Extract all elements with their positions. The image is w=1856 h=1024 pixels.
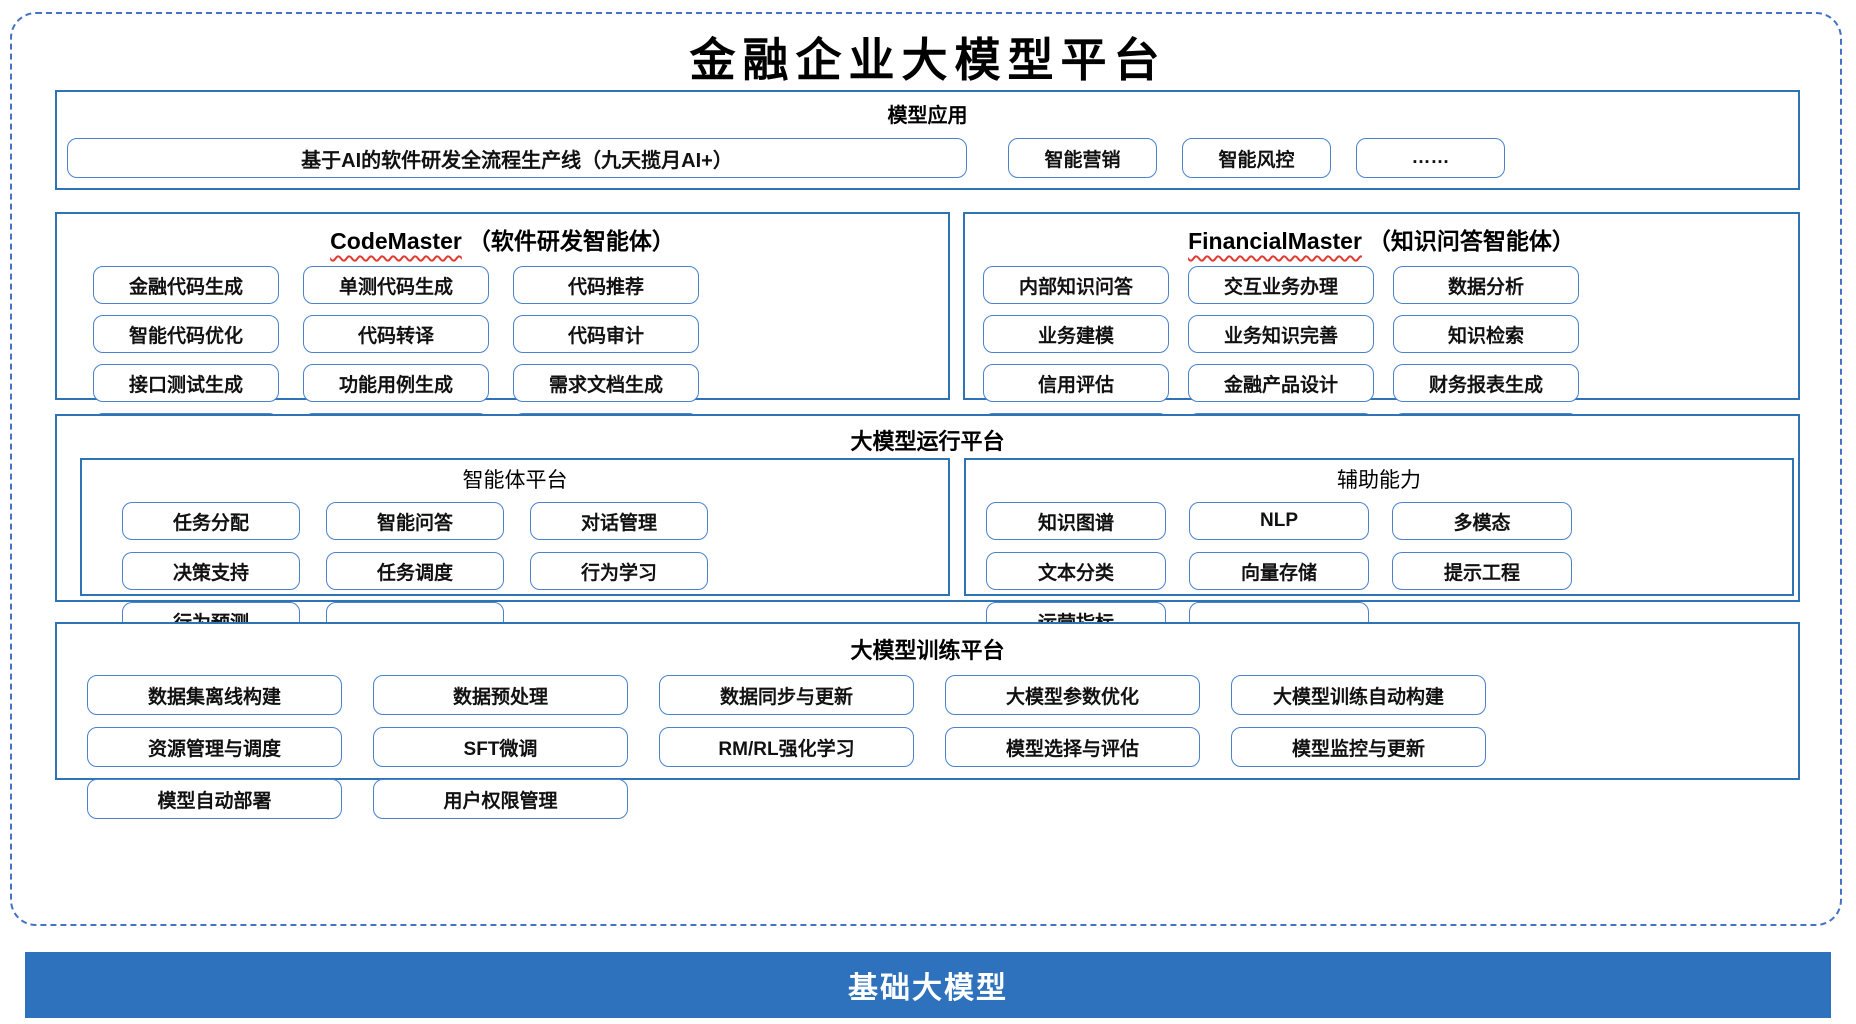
applications-section-title: 模型应用 [887,105,968,127]
agent-capability-box: 行为学习 [530,552,708,590]
financialmaster-capability-box: 金融产品设计 [1188,364,1374,402]
training-capability-grid: 数据集离线构建数据预处理数据同步与更新大模型参数优化大模型训练自动构建资源管理与… [57,675,1798,819]
runtime-platform-section: 大模型运行平台 智能体平台 任务分配智能问答对话管理决策支持任务调度行为学习行为… [55,414,1800,640]
training-platform-section: 大模型训练平台 数据集离线构建数据预处理数据同步与更新大模型参数优化大模型训练自… [55,622,1800,819]
application-box: …… [1356,138,1505,178]
aux-capability-box: 知识图谱 [986,502,1166,540]
financialmaster-capability-box: 信用评估 [983,364,1169,402]
codemaster-capability-box: 需求文档生成 [513,364,699,402]
codemaster-capability-box: 代码转译 [303,315,489,353]
aux-capabilities-title: 辅助能力 [1337,469,1421,492]
financialmaster-capability-box: 交互业务办理 [1188,266,1374,304]
application-box: 智能风控 [1182,138,1331,178]
agent-capability-box: 任务调度 [326,552,504,590]
financialmaster-panel-title: FinancialMaster（知识问答智能体） [965,222,1798,256]
applications-section: 模型应用 基于AI的软件研发全流程生产线（九天揽月AI+） 智能营销智能风控 …… [55,90,1800,190]
training-capability-box: 大模型训练自动构建 [1231,675,1486,715]
platform-boundary-dashed-border [10,12,1842,926]
codemaster-capability-box: 代码审计 [513,315,699,353]
page-title: 金融企业大模型平台 [689,33,1167,87]
financialmaster-panel: FinancialMaster（知识问答智能体） 内部知识问答交互业务办理数据分… [963,212,1800,451]
training-capability-box: 模型选择与评估 [945,727,1200,767]
codemaster-capability-box: 接口测试生成 [93,364,279,402]
agent-capability-box: 对话管理 [530,502,708,540]
application-box-list: 智能营销智能风控 …… [1008,138,1505,178]
codemaster-title-zh: （软件研发智能体） [467,228,675,254]
financialmaster-title-en: FinancialMaster [1188,228,1362,254]
training-capability-box: 数据预处理 [373,675,628,715]
agent-platform-grid: 任务分配智能问答对话管理决策支持任务调度行为学习行为预测…… [82,502,948,640]
codemaster-capability-box: 金融代码生成 [93,266,279,304]
training-capability-box: 数据同步与更新 [659,675,914,715]
training-capability-box: 大模型参数优化 [945,675,1200,715]
aux-capability-box: 多模态 [1392,502,1572,540]
training-capability-box: 模型监控与更新 [1231,727,1486,767]
financialmaster-capability-box: 业务建模 [983,315,1169,353]
codemaster-capability-box: 单测代码生成 [303,266,489,304]
foundation-model-bar: 基础大模型 [25,952,1831,1018]
agent-platform-title: 智能体平台 [462,469,568,492]
foundation-model-label: 基础大模型 [848,972,1008,1005]
agent-platform-subpanel: 智能体平台 任务分配智能问答对话管理决策支持任务调度行为学习行为预测…… [80,458,950,640]
codemaster-capability-box: 智能代码优化 [93,315,279,353]
codemaster-panel-title: CodeMaster（软件研发智能体） [57,222,948,256]
agent-capability-box: 决策支持 [122,552,300,590]
codemaster-panel: CodeMaster（软件研发智能体） 金融代码生成单测代码生成代码推荐智能代码… [55,212,950,451]
financialmaster-capability-box: 业务知识完善 [1188,315,1374,353]
aux-capability-box: 提示工程 [1392,552,1572,590]
aux-capability-box: 文本分类 [986,552,1166,590]
agent-capability-box: 智能问答 [326,502,504,540]
agent-capability-box: 任务分配 [122,502,300,540]
codemaster-capability-box: 功能用例生成 [303,364,489,402]
aux-capabilities-grid: 知识图谱NLP多模态文本分类向量存储提示工程运营指标…… [966,502,1792,640]
financialmaster-capability-box: 内部知识问答 [983,266,1169,304]
training-capability-box: 数据集离线构建 [87,675,342,715]
aux-capability-box: 向量存储 [1189,552,1369,590]
financialmaster-capability-box: 数据分析 [1393,266,1579,304]
training-capability-box: 资源管理与调度 [87,727,342,767]
training-capability-box: 用户权限管理 [373,779,628,819]
financialmaster-capability-box: 知识检索 [1393,315,1579,353]
codemaster-title-en: CodeMaster [330,228,462,254]
training-capability-box: 模型自动部署 [87,779,342,819]
training-platform-title: 大模型训练平台 [850,638,1005,663]
application-box: 智能营销 [1008,138,1157,178]
aux-capabilities-subpanel: 辅助能力 知识图谱NLP多模态文本分类向量存储提示工程运营指标…… [964,458,1794,640]
runtime-platform-title: 大模型运行平台 [850,429,1005,454]
training-capability-box: SFT微调 [373,727,628,767]
financialmaster-title-zh: （知识问答智能体） [1367,228,1575,254]
aux-capability-box: NLP [1189,502,1369,540]
financialmaster-capability-box: 财务报表生成 [1393,364,1579,402]
main-application-box: 基于AI的软件研发全流程生产线（九天揽月AI+） [67,138,967,178]
training-capability-box: RM/RL强化学习 [659,727,914,767]
codemaster-capability-box: 代码推荐 [513,266,699,304]
